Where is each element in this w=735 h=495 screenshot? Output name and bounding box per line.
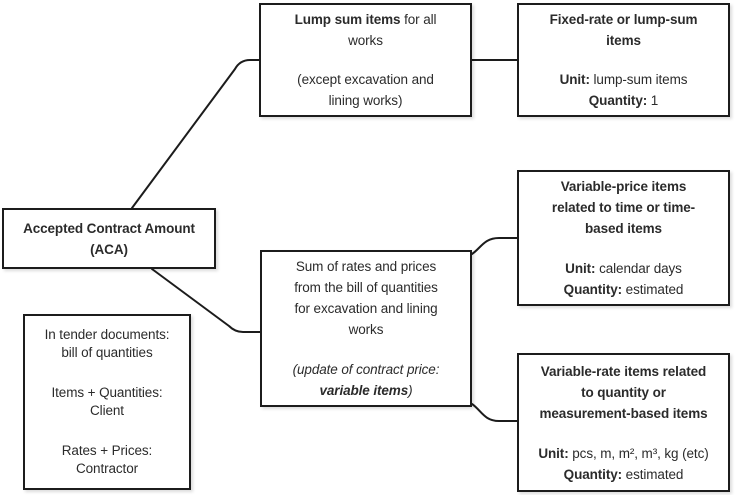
text-segment: Fixed-rate or lump-sum — [549, 12, 698, 27]
text-line — [27, 421, 187, 442]
text-line: Unit: calendar days — [521, 258, 726, 279]
text-line: works — [264, 319, 468, 340]
text-line: Unit: lump-sum items — [521, 69, 726, 90]
text-line: (ACA) — [6, 239, 212, 260]
text-line: Fixed-rate or lump-sum — [521, 9, 726, 30]
text-segment: Variable-rate items related — [540, 363, 707, 379]
text-segment: estimated — [622, 466, 684, 482]
text-segment: measurement-based items — [539, 405, 708, 421]
text-line: variable items) — [264, 380, 468, 401]
text-line: items — [521, 30, 726, 51]
text-line: Contractor — [27, 460, 187, 479]
text-line: bill of quantities — [27, 344, 187, 363]
text-segment: (update of contract price: — [292, 362, 440, 377]
text-line — [264, 340, 468, 359]
text-segment: bill of quantities — [61, 345, 153, 360]
text-segment: to quantity or — [581, 384, 666, 400]
text-segment: estimated — [622, 282, 684, 297]
text-line: Sum of rates and prices — [264, 256, 468, 277]
text-line: measurement-based items — [521, 403, 726, 424]
text-line: Quantity: estimated — [521, 279, 726, 300]
text-segment: In tender documents: — [44, 326, 170, 342]
box-sum-of-rates-and-prices: Sum of rates and prices from the bill of … — [260, 250, 472, 407]
text-line: based items — [521, 218, 726, 239]
text-line: for excavation and lining — [264, 298, 468, 319]
box-lump-sum-items: Lump sum items for all works (except excav… — [259, 3, 472, 117]
text-segment: Lump sum items — [294, 12, 401, 27]
text-line — [263, 51, 468, 69]
text-segment: Unit: — [565, 261, 596, 276]
text-segment: Variable-price items — [560, 179, 687, 194]
text-line: to quantity or — [521, 382, 726, 403]
text-segment: lump-sum items — [589, 72, 688, 87]
text-line: Variable-price items — [521, 176, 726, 197]
box-variable-rate-items: Variable-rate items related to quantity o… — [517, 353, 730, 492]
text-segment: from the bill of quantities — [294, 280, 438, 295]
text-segment: pcs, m, m², m³, kg (etc) — [568, 445, 709, 461]
text-segment: items — [606, 33, 641, 48]
text-segment: Client — [90, 403, 124, 418]
text-line: from the bill of quantities — [264, 277, 468, 298]
text-line: Items + Quantities: — [27, 384, 187, 403]
text-line: Variable-rate items related — [521, 361, 726, 382]
text-line: Quantity: 1 — [521, 90, 726, 111]
text-line: Client — [27, 402, 187, 421]
text-line: In tender documents: — [27, 326, 187, 345]
text-line: Accepted Contract Amount — [6, 218, 212, 239]
text-line: (update of contract price: — [264, 359, 468, 380]
connector-aca-to-lumpsum — [131, 59, 260, 209]
text-segment: for all — [400, 12, 437, 27]
text-line: Unit: pcs, m, m², m³, kg (etc) — [521, 443, 726, 464]
text-line — [27, 363, 187, 384]
text-segment: Items + Quantities: — [51, 384, 163, 400]
text-line: (except excavation and — [263, 69, 468, 90]
text-segment: lining works) — [328, 93, 403, 108]
text-segment: (ACA) — [90, 241, 128, 257]
text-segment: Unit: — [559, 72, 590, 87]
text-line: Rates + Prices: — [27, 442, 187, 461]
text-segment: related to time or time- — [551, 200, 696, 215]
text-segment: Quantity: — [563, 466, 623, 482]
text-segment: Unit: — [538, 445, 569, 461]
text-segment: based items — [585, 221, 662, 236]
text-segment: (except excavation and — [297, 72, 434, 87]
text-segment: Accepted Contract Amount — [23, 220, 195, 236]
box-variable-price-items: Variable-price items related to time or t… — [517, 170, 730, 306]
text-line — [521, 424, 726, 443]
text-segment: works — [348, 33, 383, 48]
text-segment: Contractor — [75, 461, 139, 476]
text-segment: works — [348, 322, 384, 337]
text-line — [521, 51, 726, 69]
text-segment: Quantity: — [563, 282, 623, 297]
text-segment: calendar days — [595, 261, 682, 276]
text-segment: Sum of rates and prices — [295, 259, 437, 274]
text-segment: ) — [408, 383, 413, 398]
text-line: lining works) — [263, 90, 468, 111]
text-segment: Quantity: — [588, 93, 648, 108]
text-segment: variable items — [319, 383, 409, 398]
text-segment: for excavation and lining — [294, 301, 438, 316]
connector-sumrates-to-varrate — [471, 403, 518, 422]
text-line — [521, 239, 726, 258]
text-segment: Rates + Prices: — [61, 442, 153, 458]
text-line: works — [263, 30, 468, 51]
text-segment: 1 — [647, 93, 659, 108]
text-line: Quantity: estimated — [521, 464, 726, 485]
box-accepted-contract-amount: Accepted Contract Amount (ACA) — [2, 208, 216, 269]
connector-sumrates-to-varprice — [471, 237, 518, 255]
text-line: related to time or time- — [521, 197, 726, 218]
text-line: Lump sum items for all — [263, 9, 468, 30]
